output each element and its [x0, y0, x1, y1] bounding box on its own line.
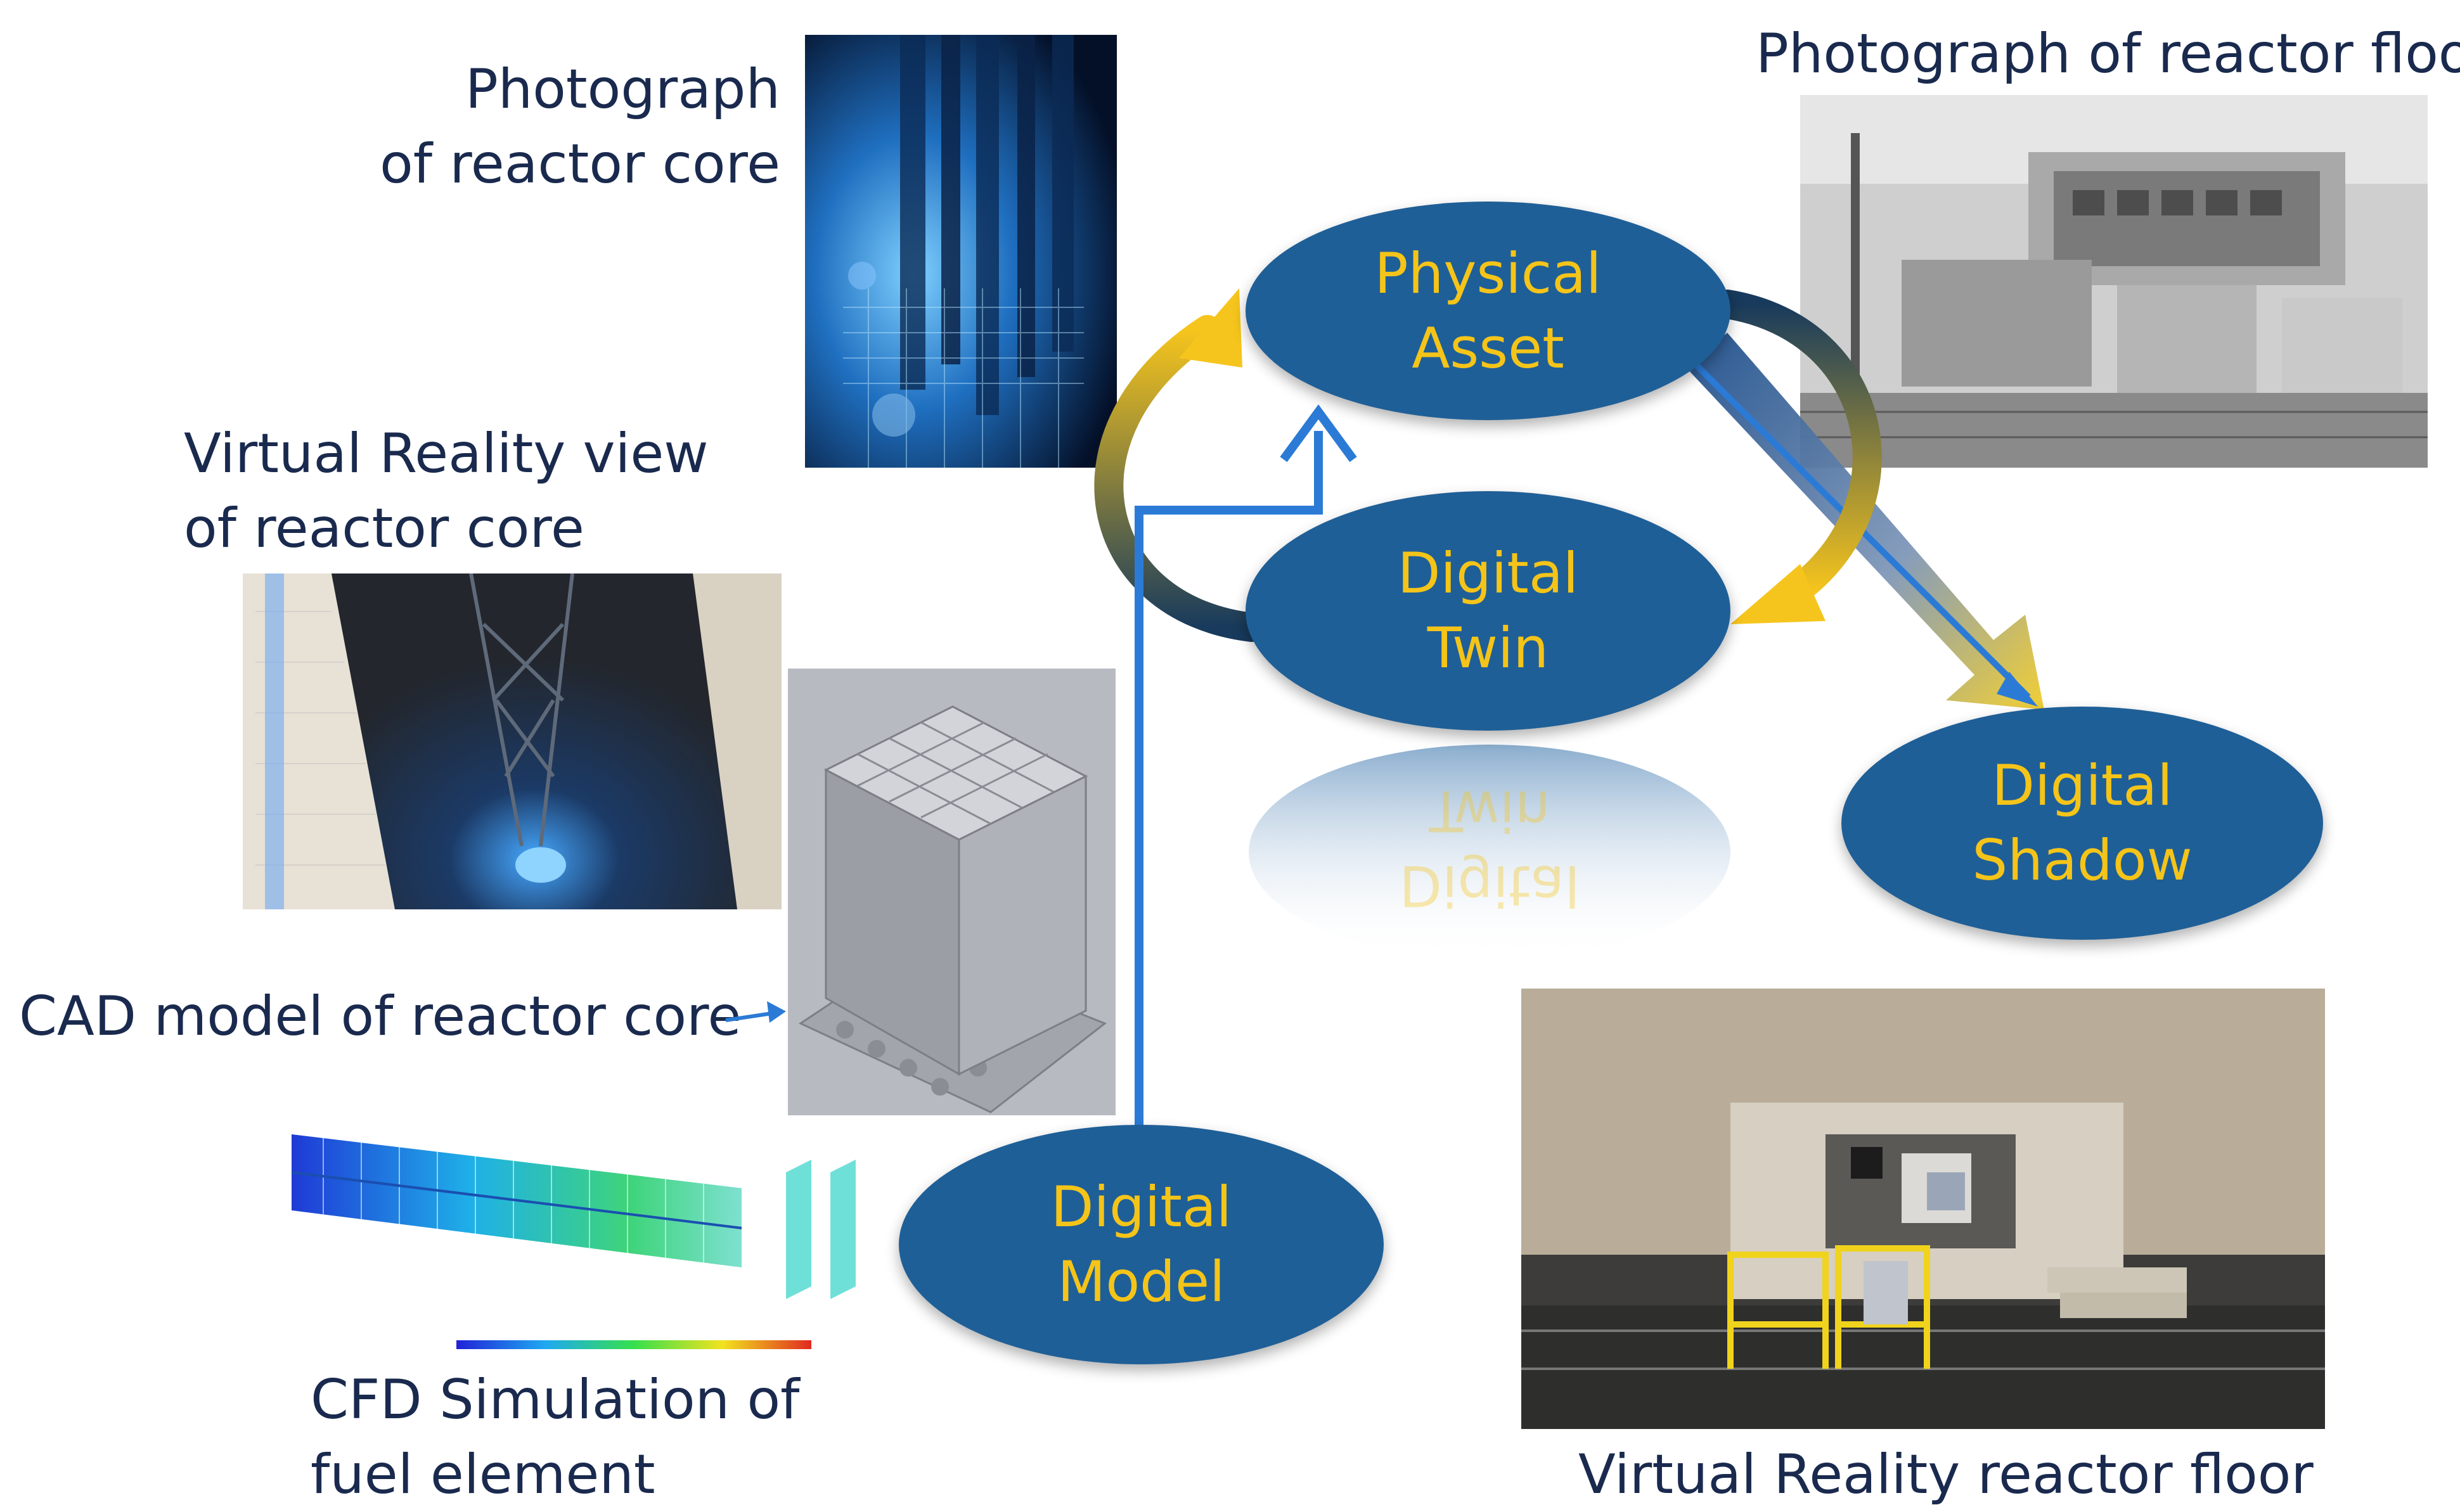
- model-to-asset-connector: [1135, 404, 1357, 1160]
- digital-twin-reflection-text: Digital Twin: [1249, 773, 1730, 923]
- node-physical-asset-line1: Physical: [1374, 240, 1602, 306]
- label-cfd-line2: fuel element: [311, 1443, 655, 1506]
- node-digital-twin: Digital Twin: [1246, 491, 1730, 731]
- node-digital-twin-line1: Digital: [1397, 541, 1579, 606]
- cad-pointer-arrow: [725, 1001, 786, 1023]
- cfd-simulation-image: [285, 1122, 863, 1359]
- reactor-floor-photo: [1800, 95, 2428, 468]
- digital-twin-reflection: [1249, 745, 1730, 960]
- node-digital-shadow-line2: Shadow: [1972, 828, 2193, 893]
- cycle-arrow-right: [1713, 290, 1882, 624]
- label-core-photo-line1: Photograph: [465, 58, 780, 121]
- reflection-line1: Digital: [1399, 853, 1580, 918]
- label-vr-floor: Virtual Reality reactor floor: [1578, 1443, 2314, 1506]
- label-cad-model: CAD model of reactor core: [19, 985, 742, 1048]
- label-cfd: CFD Simulation of fuel element: [311, 1362, 799, 1512]
- node-physical-asset-line2: Asset: [1412, 315, 1564, 381]
- label-floor-photo: Photograph of reactor floor: [1756, 22, 2460, 86]
- label-vr-core-line2: of reactor core: [184, 497, 584, 560]
- cycle-arrow-left: [1094, 288, 1266, 642]
- label-core-photo: Photograph of reactor core: [380, 52, 780, 202]
- reactor-core-photo: [805, 35, 1117, 468]
- vr-reactor-floor-image: [1521, 989, 2325, 1429]
- node-digital-model-line2: Model: [1057, 1249, 1225, 1314]
- label-cfd-line1: CFD Simulation of: [311, 1368, 800, 1432]
- label-vr-core-line1: Virtual Reality view: [184, 422, 709, 485]
- node-digital-shadow-line1: Digital: [1992, 753, 2173, 818]
- node-digital-shadow: Digital Shadow: [1841, 707, 2323, 940]
- node-physical-asset: Physical Asset: [1246, 202, 1730, 420]
- node-digital-model: Digital Model: [899, 1125, 1384, 1364]
- reflection-line2: Twin: [1429, 778, 1550, 843]
- label-core-photo-line2: of reactor core: [380, 132, 780, 196]
- label-vr-core: Virtual Reality view of reactor core: [184, 416, 709, 566]
- node-digital-twin-line2: Twin: [1427, 615, 1549, 681]
- cad-model-image: [788, 669, 1116, 1115]
- node-digital-model-line1: Digital: [1050, 1174, 1232, 1240]
- vr-core-view: [243, 573, 782, 909]
